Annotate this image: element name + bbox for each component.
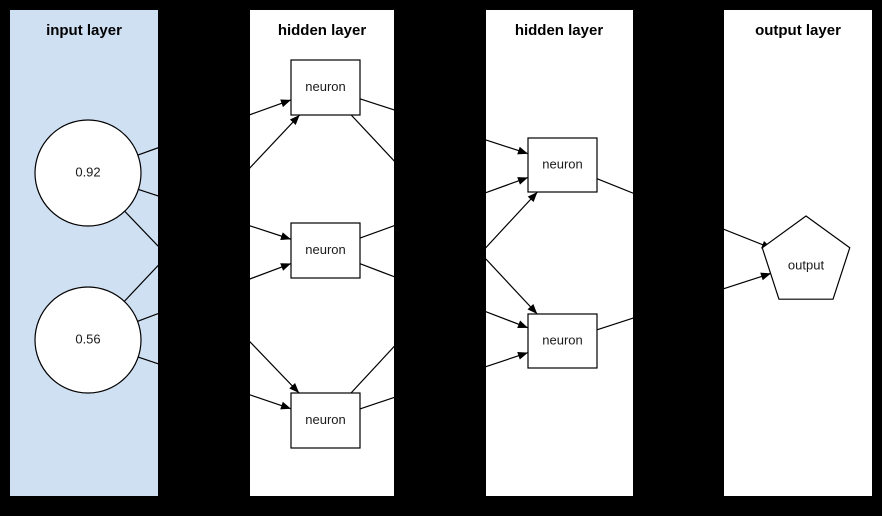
edge-input-2-to-h1-neuron-3 — [250, 394, 292, 410]
arrowhead-icon — [289, 115, 300, 126]
node-input-2[interactable]: 0.56 — [34, 286, 142, 394]
panel-title-input-layer: input layer — [46, 22, 122, 39]
arrowhead-icon — [517, 146, 528, 155]
node-h1-neuron-2[interactable]: neuron — [290, 222, 361, 279]
rect-shape — [527, 137, 598, 193]
rect-shape — [290, 59, 361, 116]
edge-h1-neuron-3-to-h2-neuron-1 — [350, 345, 394, 394]
arrowhead-icon — [280, 232, 291, 240]
edge-input-2-to-h1-neuron-1 — [123, 264, 158, 302]
node-h2-neuron-1[interactable]: neuron — [527, 137, 598, 193]
circle-shape — [34, 286, 142, 394]
arrowhead-icon — [280, 99, 291, 108]
panel-input-layer — [10, 10, 158, 496]
node-output-1[interactable]: output — [761, 215, 851, 300]
arrowhead-icon — [280, 401, 291, 410]
pentagon-shape — [761, 215, 851, 300]
arrowhead-icon — [289, 383, 300, 393]
node-h2-neuron-2[interactable]: neuron — [527, 313, 598, 369]
titles-layer: input layer hidden layer hidden layer outpu… — [46, 22, 841, 39]
rect-shape — [290, 222, 361, 279]
node-label: neuron — [542, 156, 582, 171]
panel-title-output-layer: output layer — [755, 22, 841, 39]
edge-h1-neuron-3-to-h2-neuron-1 — [486, 191, 538, 249]
arrowhead-icon — [517, 177, 528, 185]
arrowhead-icon — [527, 192, 538, 203]
edge-h1-neuron-2-to-h2-neuron-2 — [486, 311, 529, 329]
node-label: neuron — [542, 332, 582, 347]
node-label: 0.92 — [75, 164, 100, 179]
edge-h1-neuron-1-to-h2-neuron-1 — [359, 98, 394, 111]
edge-h2-neuron-1-to-output-1 — [596, 178, 633, 194]
node-h1-neuron-1[interactable]: neuron — [290, 59, 361, 116]
edge-h1-neuron-3-to-h2-neuron-2 — [486, 351, 529, 368]
edge-input-1-to-h1-neuron-3 — [124, 210, 158, 247]
edge-input-1-to-h1-neuron-1 — [250, 99, 292, 116]
node-h1-neuron-3[interactable]: neuron — [290, 392, 361, 449]
panels-layer — [10, 10, 872, 496]
edge-h2-neuron-2-to-output-1 — [596, 317, 633, 331]
edge-h1-neuron-2-to-h2-neuron-1 — [359, 225, 394, 239]
edge-h2-neuron-2-to-output-1 — [724, 272, 772, 290]
panel-hidden-layer-2 — [486, 10, 633, 496]
edge-input-1-to-h1-neuron-3 — [250, 340, 300, 394]
rect-shape — [290, 392, 361, 449]
edge-h1-neuron-2-to-h2-neuron-2 — [359, 263, 394, 278]
panel-title-hidden-layer-2: hidden layer — [515, 22, 604, 39]
node-label: output — [788, 257, 825, 272]
rect-shape — [527, 313, 598, 369]
edge-h1-neuron-1-to-h2-neuron-2 — [350, 114, 394, 162]
edge-h1-neuron-1-to-h2-neuron-1 — [486, 139, 529, 155]
node-label: neuron — [305, 79, 345, 94]
circle-shape — [34, 119, 142, 227]
nodes-layer: 0.92 0.56 neuron neuron neuron neuron neuron ou… — [34, 59, 851, 449]
edge-h1-neuron-1-to-h2-neuron-2 — [486, 258, 538, 315]
node-label: 0.56 — [75, 331, 100, 346]
arrowhead-icon — [760, 272, 771, 281]
edge-input-2-to-h1-neuron-2 — [250, 262, 292, 280]
arrowhead-icon — [517, 351, 528, 360]
edge-h1-neuron-3-to-h2-neuron-2 — [359, 396, 394, 410]
node-label: neuron — [305, 242, 345, 257]
arrowhead-icon — [517, 320, 528, 328]
edge-input-2-to-h1-neuron-1 — [250, 114, 301, 169]
node-label: neuron — [305, 412, 345, 427]
edge-input-1-to-h1-neuron-2 — [250, 225, 292, 240]
edge-h1-neuron-2-to-h2-neuron-1 — [486, 176, 529, 194]
arrowhead-icon — [280, 263, 291, 271]
arrowhead-icon — [527, 303, 538, 314]
edges-layer — [123, 98, 773, 410]
panel-title-hidden-layer-1: hidden layer — [278, 22, 367, 39]
node-input-1[interactable]: 0.92 — [34, 119, 142, 227]
